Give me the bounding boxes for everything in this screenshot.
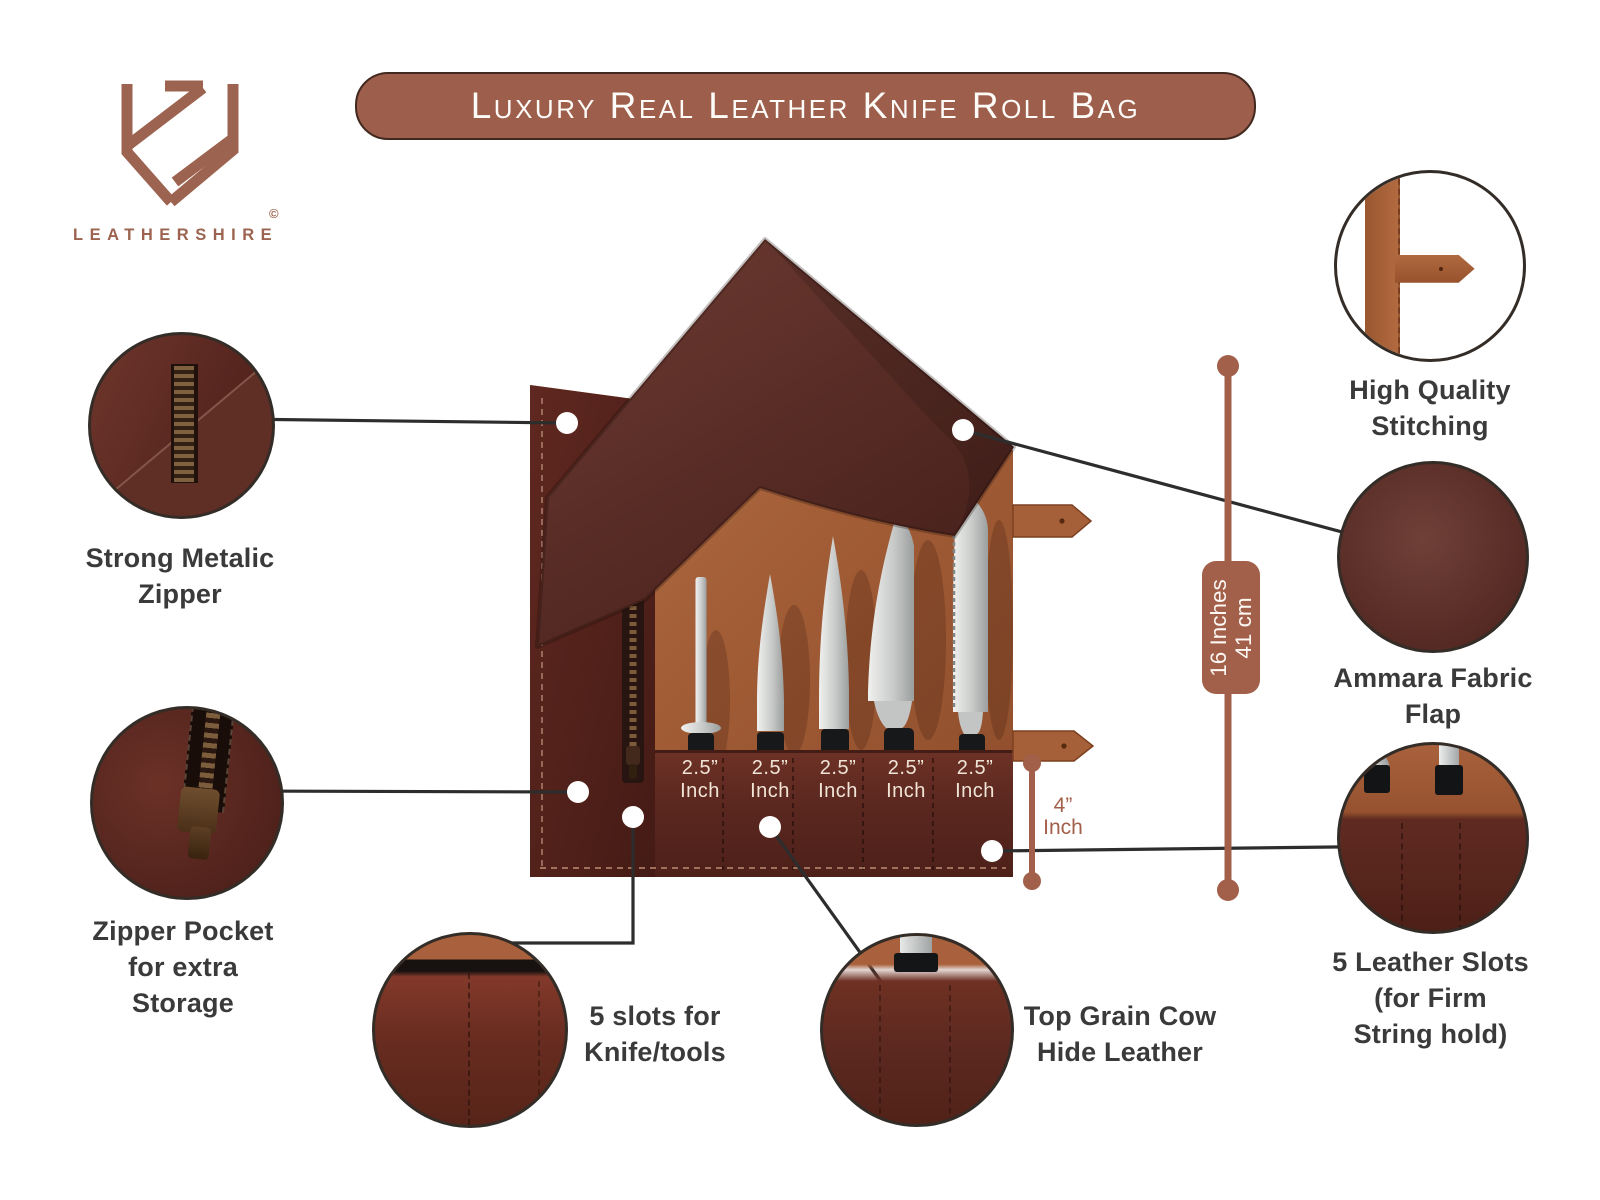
closure-strap-top: [1012, 504, 1093, 538]
slot-size-label-3: 2.5”Inch: [818, 757, 858, 802]
slot-size-label-1: 2.5”Inch: [680, 757, 720, 802]
stitch-seam: [538, 980, 541, 1125]
stitch-seam: [1459, 823, 1462, 931]
knife-grip-icon: [1434, 765, 1463, 796]
connector-zipper-pocket: [239, 789, 579, 794]
stitch-seam: [879, 984, 882, 1124]
knife-shadows: [702, 520, 1013, 770]
photo-top-grain-leather: [820, 933, 1014, 1127]
copyright-mark: ©: [269, 206, 279, 221]
zipper-teeth-icon: [174, 365, 195, 482]
anchor-dots: [556, 412, 1003, 862]
knife-handle-icon: [900, 936, 933, 955]
height-measure-label: 16 Inches 41 cm: [1202, 561, 1260, 694]
title-banner: Luxury Real Leather Knife Roll Bag: [355, 72, 1256, 140]
slot-size-label-2: 2.5”Inch: [750, 757, 790, 802]
photo-strong-zipper: [88, 332, 275, 519]
stitch-seam: [948, 984, 951, 1124]
knife-grip-icon: [1364, 765, 1391, 794]
bag-zipper: [622, 583, 644, 783]
stitched-strap-icon: [1394, 254, 1475, 283]
page-title: Luxury Real Leather Knife Roll Bag: [470, 85, 1141, 126]
brand-wordmark: LEATHERSHIRE: [73, 226, 279, 244]
bag-slot-pocket: [655, 750, 1013, 877]
bag-fabric-flap: [535, 237, 1016, 649]
photo-zipper-pocket: [90, 706, 284, 900]
honing-rod: [681, 577, 721, 763]
zipper-pull-icon: [187, 826, 212, 861]
photo-ammara-fabric: [1337, 461, 1529, 653]
closure-strap-bottom: [1012, 730, 1095, 762]
stitch-seam: [468, 973, 471, 1125]
strap-hole: [1439, 266, 1444, 271]
slot-size-label-5: 2.5”Inch: [955, 757, 995, 802]
photo-high-quality-stitching: [1334, 170, 1526, 362]
slot-size-label-4: 2.5”Inch: [886, 757, 926, 802]
strap-gap-measure-label: 4”Inch: [1043, 794, 1083, 839]
photo-five-leather-slots: [1337, 742, 1529, 934]
brand-logo: LEATHERSHIRE ©: [73, 78, 288, 248]
stitch-seam: [1401, 823, 1404, 931]
photo-five-slots: [372, 932, 568, 1128]
connector-five-slots: [470, 817, 635, 945]
knife-grip-icon: [894, 952, 938, 972]
connector-strong-zipper: [229, 417, 568, 425]
brand-monogram-icon: [121, 80, 239, 207]
measure-line-4-inch: [1023, 754, 1041, 890]
knife-bolster-icon: [1438, 745, 1460, 768]
